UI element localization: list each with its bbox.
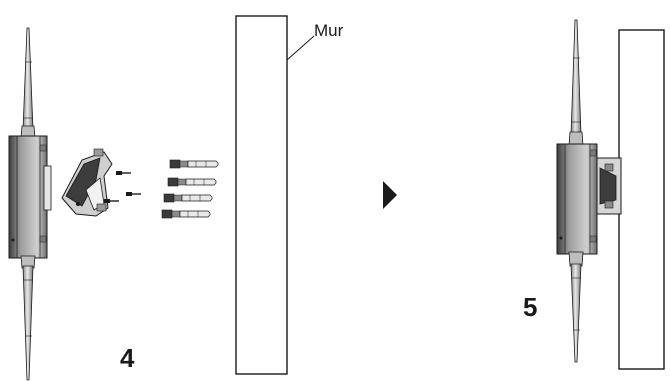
device-body-right xyxy=(556,143,598,255)
lower-antenna-left xyxy=(20,255,36,381)
wall-bracket-mounted xyxy=(596,157,622,215)
step-number-4: 4 xyxy=(120,343,135,373)
access-point-device-right xyxy=(556,19,622,363)
anchor-bolt-3 xyxy=(163,193,213,203)
lower-antenna-right xyxy=(568,251,584,363)
mounting-bracket xyxy=(61,148,113,217)
upper-antenna-right xyxy=(568,19,584,147)
wall-label: Mur xyxy=(314,21,344,40)
wall-label-leader-line xyxy=(286,35,315,61)
screw-1 xyxy=(116,171,131,175)
step-number-5: 5 xyxy=(523,292,538,322)
screw-2 xyxy=(126,192,141,196)
wall-panel-left xyxy=(235,15,288,375)
device-body-left xyxy=(8,135,52,259)
wall-panel-right xyxy=(618,29,665,370)
next-step-arrow-icon xyxy=(383,181,397,209)
anchor-bolt-4 xyxy=(161,209,211,219)
anchor-bolt-2 xyxy=(167,177,217,187)
upper-antenna-left xyxy=(20,27,36,139)
access-point-device-left xyxy=(8,27,52,381)
anchor-bolt-1 xyxy=(169,159,219,169)
screw-3 xyxy=(104,199,119,203)
